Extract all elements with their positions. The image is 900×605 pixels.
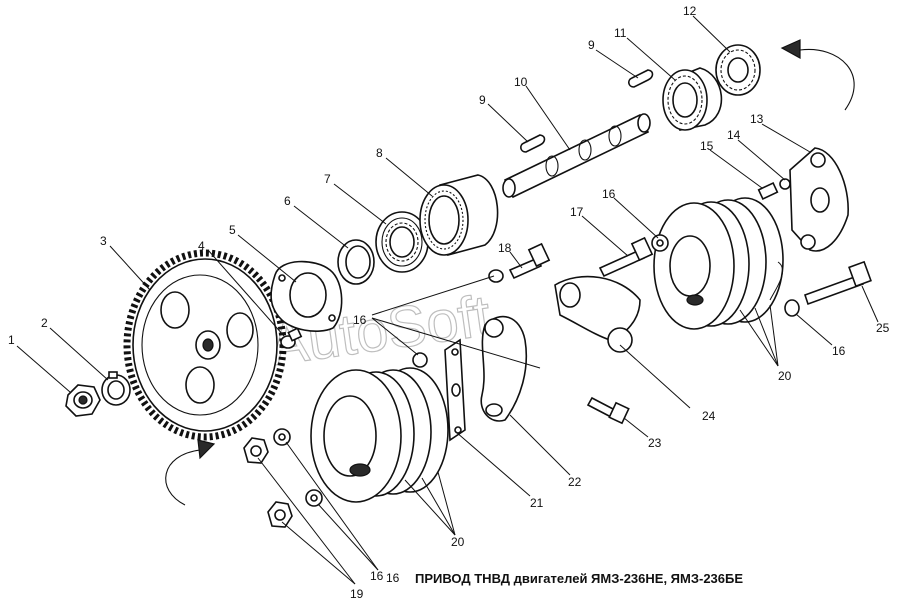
callout-16-upper: 16 <box>602 187 616 201</box>
part-1-nut <box>65 384 101 417</box>
part-12-bearing <box>715 44 761 96</box>
callout-3: 3 <box>100 234 107 248</box>
part-16-washer-middle <box>488 269 504 283</box>
part-23-bolt <box>586 396 630 425</box>
part-19-nut-1 <box>243 437 269 464</box>
callout-16-right: 16 <box>832 344 846 358</box>
rotation-arrow-bottom-left <box>165 439 216 506</box>
callout-19: 19 <box>350 587 364 601</box>
callout-24: 24 <box>702 409 716 423</box>
part-4-bolt <box>280 327 303 349</box>
callout-16-lower-a: 16 <box>370 569 384 583</box>
callout-14: 14 <box>727 128 741 142</box>
callout-7: 7 <box>324 172 331 186</box>
diagram-title: ПРИВОД ТНВД двигателей ЯМЗ-236НЕ, ЯМЗ-23… <box>415 571 743 586</box>
callout-20-upper: 20 <box>778 369 792 383</box>
part-16-washer-lower-2 <box>305 489 323 507</box>
part-16-washer-center <box>412 352 428 368</box>
callout-16-lower-b: 16 <box>386 571 400 585</box>
part-22-lever <box>480 315 528 422</box>
part-24-bracket <box>554 275 641 353</box>
part-10-shaft <box>502 113 651 199</box>
part-20-disc-pack-lower <box>310 367 449 503</box>
part-7-bearing <box>375 211 429 273</box>
callout-16-center: 16 <box>353 313 367 327</box>
part-6-ring <box>337 239 375 285</box>
part-15-bolt <box>757 182 779 200</box>
callout-22: 22 <box>568 475 582 489</box>
part-25-bolt <box>803 260 872 306</box>
part-21-plate <box>444 338 466 442</box>
part-2-lock-washer <box>101 371 131 406</box>
callout-20-lower: 20 <box>451 535 465 549</box>
part-18-bolt <box>508 242 551 280</box>
callout-23: 23 <box>648 436 662 450</box>
part-9-key-upper <box>628 69 654 88</box>
callout-21: 21 <box>530 496 544 510</box>
leader-lines <box>16 15 879 585</box>
part-17-bolt <box>598 236 654 278</box>
part-16-washer-right <box>784 299 800 317</box>
callout-8: 8 <box>376 146 383 160</box>
part-5-flange <box>270 260 343 332</box>
callout-10: 10 <box>514 75 528 89</box>
rotation-arrow-top-right <box>780 39 855 111</box>
callout-12: 12 <box>683 4 697 18</box>
part-16-washer-upper <box>651 234 669 252</box>
part-13-plate <box>789 147 849 252</box>
callout-9-lower: 9 <box>479 93 486 107</box>
part-19-nut-2 <box>267 501 293 528</box>
callout-11: 11 <box>614 26 627 40</box>
callout-labels: 1 2 3 4 5 6 7 8 9 9 10 11 12 13 14 15 16… <box>8 4 890 601</box>
part-8-coupling <box>419 174 499 257</box>
part-9-key-lower <box>520 134 546 153</box>
callout-4: 4 <box>198 239 205 253</box>
callout-1: 1 <box>8 333 15 347</box>
callout-2: 2 <box>41 316 48 330</box>
callout-25: 25 <box>876 321 890 335</box>
callout-17: 17 <box>570 205 584 219</box>
part-16-washer-lower-1 <box>273 428 291 446</box>
callout-6: 6 <box>284 194 291 208</box>
part-14-washer <box>779 178 791 190</box>
callout-18: 18 <box>498 241 512 255</box>
part-11-bearing <box>662 67 723 131</box>
part-20-disc-pack-upper <box>653 197 784 330</box>
callout-15: 15 <box>700 139 714 153</box>
part-3-drive-gear <box>123 249 287 441</box>
callout-9-upper: 9 <box>588 38 595 52</box>
callout-5: 5 <box>229 223 236 237</box>
callout-13: 13 <box>750 112 764 126</box>
